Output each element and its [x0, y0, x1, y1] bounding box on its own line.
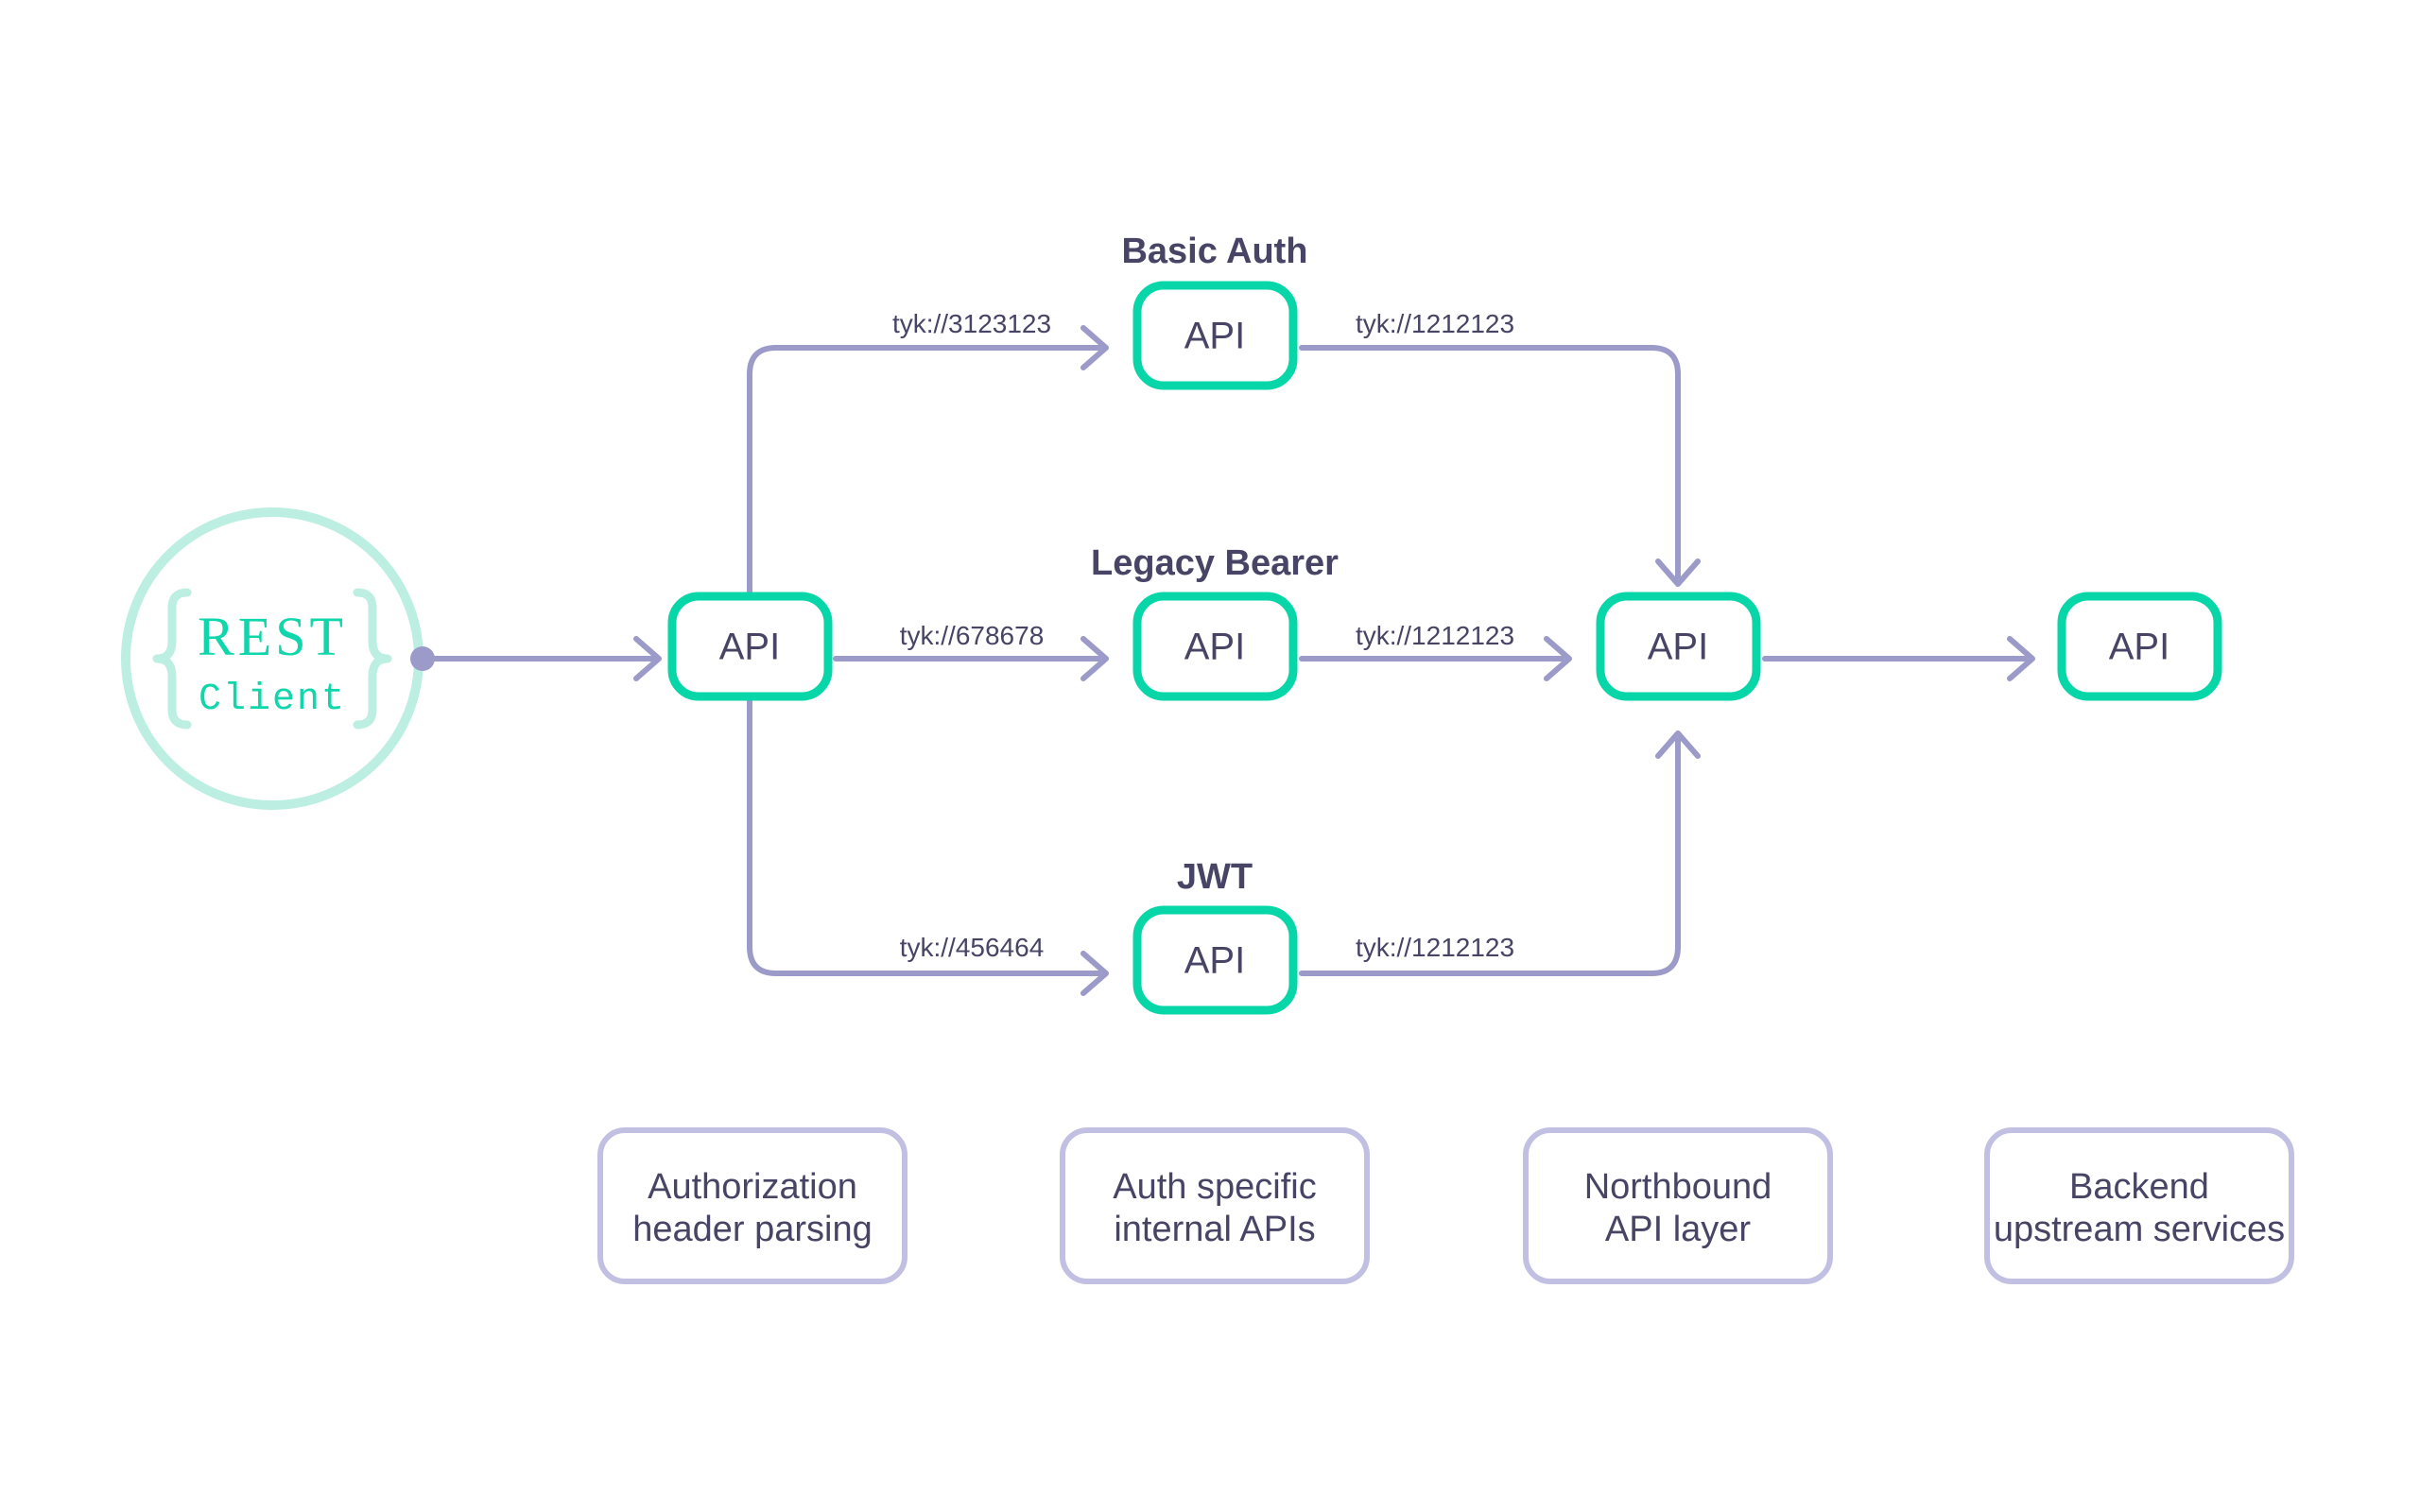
- caption-line2: header parsing: [632, 1210, 873, 1249]
- arrowhead-icon: [1080, 636, 1109, 681]
- rest-client-node: REST Client: [121, 507, 424, 810]
- arrowhead-icon: [1655, 558, 1701, 587]
- api-node-entry-box[interactable]: [667, 592, 833, 701]
- edge-label-legacy-bearer-out: tyk://1212123: [1356, 621, 1514, 650]
- connector-line: [1299, 738, 1681, 976]
- row-title-legacy-bearer: Legacy Bearer: [1091, 543, 1339, 583]
- caption-box: [597, 1127, 908, 1284]
- caption-line1: Auth specific: [1113, 1167, 1316, 1207]
- caption-box: [1523, 1127, 1833, 1284]
- connector-northbound-to-backend: [1762, 636, 2035, 681]
- edge-label-jwt-in: tyk://456464: [900, 933, 1045, 962]
- api-node-northbound-box[interactable]: [1596, 592, 1761, 701]
- api-node-jwt-label: API: [1184, 940, 1245, 982]
- connector-legacy-bearer-to-northbound: [1299, 636, 1572, 681]
- arrowhead-icon: [1655, 730, 1701, 759]
- connector-entry-to-basic-auth: [747, 325, 1109, 595]
- connector-entry-to-jwt: [747, 696, 1109, 996]
- api-node-backend-label: API: [2109, 627, 2169, 668]
- rest-client-line1: REST: [198, 606, 347, 667]
- rest-client-line2: Client: [199, 679, 346, 721]
- api-node-legacy-bearer-box[interactable]: [1132, 592, 1298, 701]
- api-node-backend-box[interactable]: [2057, 592, 2222, 701]
- arrowhead-icon: [1080, 951, 1109, 996]
- api-node-backend[interactable]: API: [2057, 592, 2222, 701]
- api-node-northbound[interactable]: API: [1596, 592, 1761, 701]
- arrowhead-icon: [633, 636, 662, 681]
- brace-close-icon: [353, 588, 392, 730]
- api-node-jwt[interactable]: API: [1132, 905, 1298, 1015]
- api-node-entry-label: API: [719, 627, 780, 668]
- api-node-jwt-box[interactable]: [1132, 905, 1298, 1015]
- connector-jwt-to-northbound: [1299, 730, 1701, 976]
- arrowhead-icon: [1544, 636, 1572, 681]
- caption-line2: API layer: [1605, 1210, 1752, 1249]
- connector-line: [747, 345, 1101, 595]
- connector-line: [747, 696, 1101, 976]
- api-node-basic-auth-box[interactable]: [1132, 281, 1298, 390]
- edge-label-basic-auth-out: tyk://1212123: [1356, 309, 1514, 338]
- caption-line1: Backend: [2069, 1167, 2209, 1207]
- connector-line: [1299, 345, 1681, 579]
- api-node-basic-auth-label: API: [1184, 316, 1245, 357]
- edge-label-legacy-bearer-in: tyk://678678: [900, 621, 1045, 650]
- caption-line2: internal APIs: [1114, 1210, 1315, 1249]
- caption-box: [1060, 1127, 1370, 1284]
- row-title-basic-auth: Basic Auth: [1121, 232, 1307, 271]
- caption-northbound-api-layer: Northbound API layer: [1523, 1127, 1833, 1284]
- arrowhead-icon: [2007, 636, 2035, 681]
- connector-entry-to-legacy-bearer: [833, 636, 1109, 681]
- brace-open-icon: [152, 588, 192, 730]
- caption-authorization-header-parsing: Authorization header parsing: [597, 1127, 908, 1284]
- api-node-basic-auth[interactable]: API: [1132, 281, 1298, 390]
- caption-line1: Authorization: [648, 1167, 857, 1207]
- api-node-legacy-bearer[interactable]: API: [1132, 592, 1298, 701]
- api-node-legacy-bearer-label: API: [1184, 627, 1245, 668]
- caption-auth-specific-internal-apis: Auth specific internal APIs: [1060, 1127, 1370, 1284]
- caption-line1: Northbound: [1584, 1167, 1772, 1207]
- edge-label-basic-auth-in: tyk://3123123: [892, 309, 1051, 338]
- api-node-entry[interactable]: API: [667, 592, 833, 701]
- caption-backend-upstream-services: Backend upstream services: [1984, 1127, 2294, 1284]
- connector-basic-auth-to-northbound: [1299, 345, 1701, 587]
- caption-box: [1984, 1127, 2294, 1284]
- api-node-northbound-label: API: [1648, 627, 1708, 668]
- connector-client-to-entry: [410, 636, 662, 681]
- caption-line2: upstream services: [1994, 1210, 2285, 1249]
- edge-label-jwt-out: tyk://1212123: [1356, 933, 1514, 962]
- row-title-jwt: JWT: [1177, 857, 1253, 897]
- arrowhead-icon: [1080, 325, 1109, 370]
